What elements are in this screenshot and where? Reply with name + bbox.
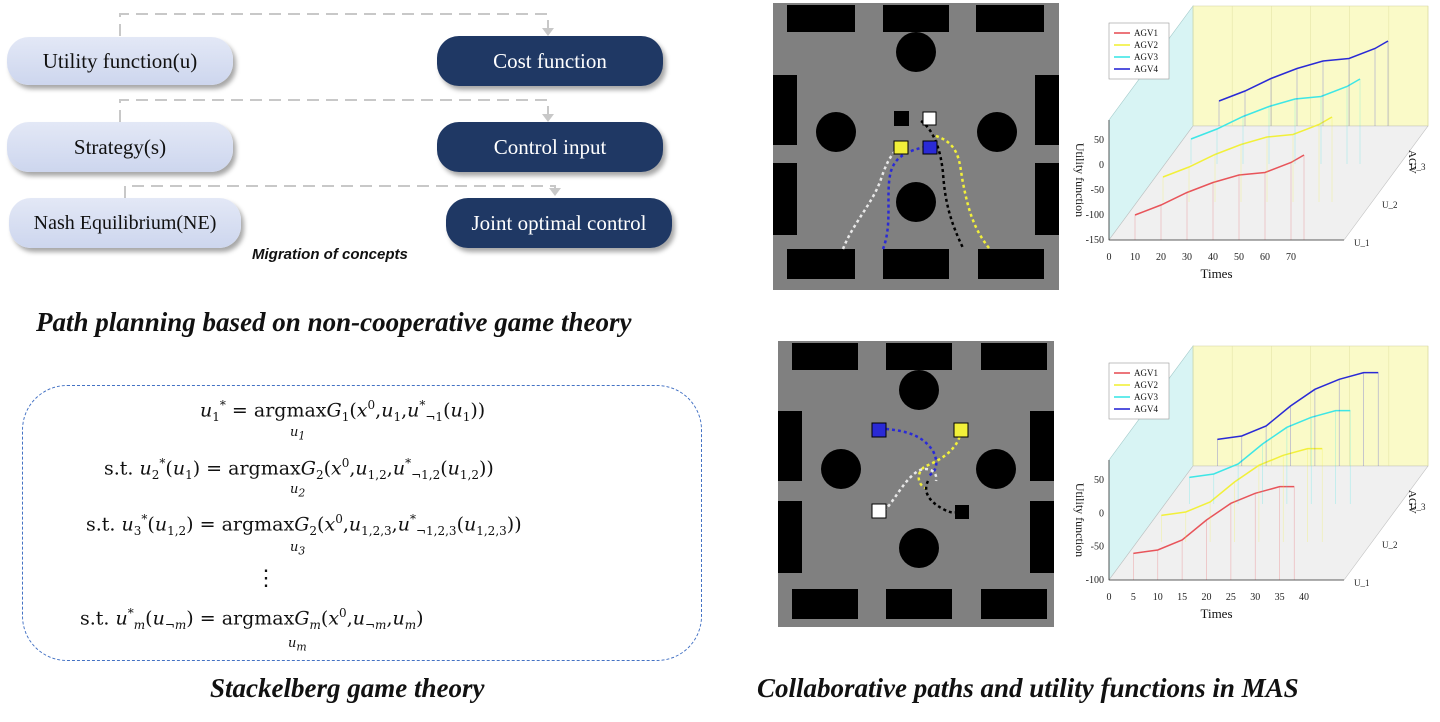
agv-map-bottom bbox=[778, 341, 1054, 627]
x-tick-label: 5 bbox=[1131, 592, 1136, 603]
equation-1-subscript: u1 bbox=[290, 425, 306, 443]
equation-line-2: s.t. u2*(u1) = argmaxG2(x0,u1,2,u*¬1,2(u… bbox=[104, 456, 494, 483]
series-line-agv2 bbox=[1162, 116, 1333, 178]
legend-label: AGV1 bbox=[1134, 28, 1158, 38]
x-tick-label: 10 bbox=[1153, 592, 1163, 603]
y-tick-label: -150 bbox=[1086, 235, 1104, 246]
depth-axis-label: AGV bbox=[1406, 150, 1418, 174]
y-tick-label: 0 bbox=[1099, 508, 1104, 519]
series-line-agv1 bbox=[1134, 154, 1305, 216]
y-tick-label: -100 bbox=[1086, 210, 1104, 221]
x-tick-label: 0 bbox=[1107, 252, 1112, 263]
joint-optimal-control-node: Joint optimal control bbox=[446, 198, 672, 248]
legend-label: AGV4 bbox=[1134, 64, 1158, 74]
equation-line-1: u1* = argmaxG1(x0,u1,u*¬1(u1)) bbox=[200, 398, 486, 425]
y-tick-label: -50 bbox=[1091, 542, 1104, 553]
migration-label: Migration of concepts bbox=[252, 246, 408, 263]
x-tick-label: 25 bbox=[1226, 592, 1236, 603]
y-tick-label: 0 bbox=[1099, 160, 1104, 171]
legend-label: AGV4 bbox=[1134, 404, 1158, 414]
depth-axis-label: AGV bbox=[1406, 490, 1418, 514]
strategy-node: Strategy(s) bbox=[7, 122, 233, 172]
x-tick-label: 20 bbox=[1156, 252, 1166, 263]
migration-arrows bbox=[119, 13, 561, 198]
x-tick-label: 30 bbox=[1182, 252, 1192, 263]
series-line-agv4 bbox=[1217, 371, 1379, 441]
cost-function-node: Cost function bbox=[437, 36, 663, 86]
utility-chart-top: 010203040506070500-50-100-150U_1U_2U_3U_… bbox=[1073, 5, 1429, 281]
legend-label: AGV1 bbox=[1134, 368, 1158, 378]
y-axis-label: Utility function bbox=[1073, 483, 1087, 557]
depth-tick-label: U_2 bbox=[1382, 540, 1398, 550]
nash-equilibrium-node: Nash Equilibrium(NE) bbox=[9, 198, 241, 248]
series-line-agv2 bbox=[1161, 447, 1323, 517]
caption-collaborative: Collaborative paths and utility function… bbox=[757, 673, 1299, 703]
x-tick-label: 60 bbox=[1260, 252, 1270, 263]
y-axis-label: Utility function bbox=[1073, 143, 1087, 217]
y-tick-label: -100 bbox=[1086, 575, 1104, 586]
equation-m-subscript: um bbox=[288, 636, 307, 654]
depth-tick-label: U_2 bbox=[1382, 200, 1398, 210]
equation-2-subscript: u2 bbox=[290, 482, 306, 500]
x-tick-label: 35 bbox=[1275, 592, 1285, 603]
legend-label: AGV2 bbox=[1134, 380, 1158, 390]
utility-chart-bottom: 0510152025303540500-50-100U_1U_2U_3U_4Ti… bbox=[1073, 345, 1429, 621]
depth-tick-label: U_1 bbox=[1354, 578, 1370, 588]
x-tick-label: 20 bbox=[1202, 592, 1212, 603]
x-axis-label: Times bbox=[1200, 266, 1232, 281]
equation-3-subscript: u3 bbox=[290, 540, 306, 558]
utility-function-node: Utility function(u) bbox=[7, 37, 233, 85]
legend-label: AGV3 bbox=[1134, 392, 1158, 402]
agv-map-top bbox=[773, 3, 1059, 290]
caption-path-planning: Path planning based on non-cooperative g… bbox=[36, 307, 632, 337]
equation-box bbox=[22, 385, 702, 661]
x-tick-label: 40 bbox=[1299, 592, 1309, 603]
series-line-agv3 bbox=[1190, 78, 1361, 140]
equation-line-m: s.t. u*m(u¬m) = argmaxGm(x0,u¬m,um) bbox=[80, 606, 424, 633]
series-line-agv3 bbox=[1189, 409, 1351, 479]
x-tick-label: 30 bbox=[1250, 592, 1260, 603]
x-tick-label: 10 bbox=[1130, 252, 1140, 263]
equation-ellipsis: ⋮ bbox=[255, 566, 277, 591]
y-tick-label: -50 bbox=[1091, 185, 1104, 196]
x-tick-label: 70 bbox=[1286, 252, 1296, 263]
x-axis-label: Times bbox=[1200, 606, 1232, 621]
equation-line-3: s.t. u3*(u1,2) = argmaxG2(x0,u1,2,3,u*¬1… bbox=[86, 512, 522, 539]
legend-label: AGV2 bbox=[1134, 40, 1158, 50]
x-tick-label: 40 bbox=[1208, 252, 1218, 263]
control-input-node: Control input bbox=[437, 122, 663, 172]
x-tick-label: 0 bbox=[1107, 592, 1112, 603]
legend-label: AGV3 bbox=[1134, 52, 1158, 62]
y-tick-label: 50 bbox=[1094, 135, 1104, 146]
y-tick-label: 50 bbox=[1094, 475, 1104, 486]
depth-tick-label: U_1 bbox=[1354, 238, 1370, 248]
depth-tick-label: U_3 bbox=[1410, 502, 1426, 512]
series-line-agv4 bbox=[1218, 40, 1389, 102]
x-tick-label: 50 bbox=[1234, 252, 1244, 263]
caption-stackelberg: Stackelberg game theory bbox=[210, 673, 485, 703]
series-line-agv1 bbox=[1133, 485, 1295, 555]
depth-tick-label: U_3 bbox=[1410, 162, 1426, 172]
x-tick-label: 15 bbox=[1177, 592, 1187, 603]
